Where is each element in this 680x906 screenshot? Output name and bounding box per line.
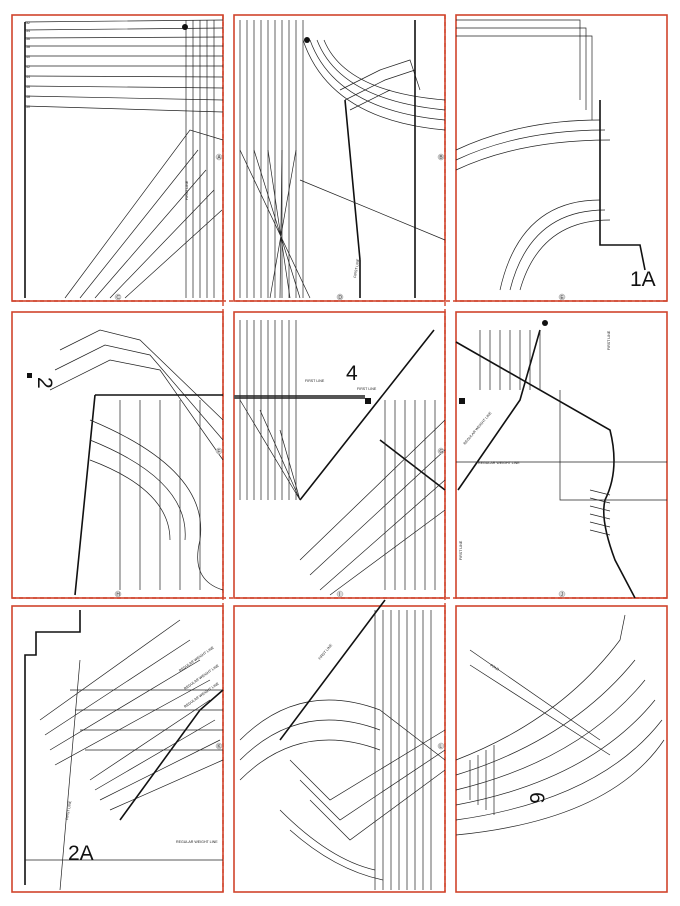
tile-r1c3 bbox=[455, 14, 668, 302]
tile-r3c1 bbox=[11, 605, 224, 893]
register-square-1 bbox=[27, 373, 32, 378]
circle-mark-d: D bbox=[336, 293, 344, 301]
circle-mark-f: F bbox=[215, 447, 223, 455]
size-tick: 48 bbox=[26, 95, 30, 99]
svg-text:F: F bbox=[217, 449, 220, 455]
size-tick: 36 bbox=[26, 37, 30, 41]
size-tick: 44 bbox=[26, 75, 30, 79]
circle-mark-h: H bbox=[114, 590, 122, 598]
tile-r2c3 bbox=[455, 311, 668, 599]
circle-mark-c: C bbox=[114, 293, 122, 301]
svg-text:K: K bbox=[217, 744, 221, 750]
tile-r3c3 bbox=[455, 605, 668, 893]
svg-text:B: B bbox=[439, 155, 443, 161]
size-tick: 38 bbox=[26, 45, 30, 49]
tile-r2c1 bbox=[11, 311, 224, 599]
tile-r1c2 bbox=[233, 14, 446, 302]
line-label: FIRST LINE bbox=[65, 800, 72, 820]
size-tick: 32 bbox=[26, 21, 30, 25]
circle-mark-i: I bbox=[336, 590, 344, 598]
circle-mark-e: E bbox=[558, 293, 566, 301]
size-ticks: 32 34 36 38 40 42 44 46 48 50 bbox=[26, 21, 30, 109]
cut-guides bbox=[12, 15, 667, 892]
circle-mark-k: K bbox=[215, 742, 223, 750]
piece-label-1a: 1A bbox=[630, 268, 656, 291]
piece-labels: 1A 2 4 2A 6 bbox=[33, 268, 656, 865]
line-label: REGULAR WEIGHT LINE bbox=[176, 840, 218, 844]
line-label: FIRST LINE bbox=[353, 258, 360, 278]
register-dot-3 bbox=[542, 320, 548, 326]
svg-text:G: G bbox=[439, 449, 443, 455]
line-label: FIRST LINE bbox=[607, 330, 611, 350]
circle-mark-b: B bbox=[437, 153, 445, 161]
register-dot-2 bbox=[304, 37, 310, 43]
line-label: FIRST LINE bbox=[185, 180, 189, 200]
svg-text:H: H bbox=[116, 592, 120, 598]
size-tick: 50 bbox=[26, 105, 30, 109]
svg-text:J: J bbox=[561, 592, 564, 598]
tile-grid bbox=[11, 14, 668, 893]
piece-label-2: 2 bbox=[33, 377, 56, 389]
tile-r3c2 bbox=[233, 605, 446, 893]
line-label: FIRST LINE bbox=[459, 540, 463, 560]
svg-text:D: D bbox=[338, 295, 342, 301]
size-tick: 42 bbox=[26, 65, 30, 69]
pattern-lines bbox=[24, 19, 667, 891]
svg-text:A: A bbox=[217, 155, 221, 161]
svg-text:I: I bbox=[339, 592, 340, 598]
line-label: FOLD bbox=[490, 663, 501, 671]
circle-marks: A B C D E F G H I J K L bbox=[114, 153, 566, 750]
piece-label-4: 4 bbox=[346, 362, 358, 385]
size-tick: 34 bbox=[26, 29, 30, 33]
line-label: FIRST LINE bbox=[357, 387, 377, 391]
svg-text:C: C bbox=[116, 295, 120, 301]
circle-mark-g: G bbox=[437, 447, 445, 455]
size-tick: 40 bbox=[26, 55, 30, 59]
line-label: FIRST LINE bbox=[305, 379, 325, 383]
piece-label-2a: 2A bbox=[68, 842, 94, 865]
circle-mark-a: A bbox=[215, 153, 223, 161]
size-tick: 46 bbox=[26, 85, 30, 89]
line-label: REGULAR WEIGHT LINE bbox=[478, 461, 520, 465]
tile-r1c1 bbox=[11, 14, 224, 302]
register-square-2 bbox=[365, 398, 371, 404]
circle-mark-j: J bbox=[558, 590, 566, 598]
register-square-3 bbox=[459, 398, 465, 404]
svg-text:L: L bbox=[439, 744, 442, 750]
register-dots bbox=[27, 24, 548, 378]
piece-label-6: 6 bbox=[525, 792, 548, 804]
circle-mark-l: L bbox=[437, 742, 445, 750]
register-dot-1 bbox=[182, 24, 188, 30]
tile-r2c2 bbox=[233, 311, 446, 599]
svg-text:E: E bbox=[560, 295, 564, 301]
